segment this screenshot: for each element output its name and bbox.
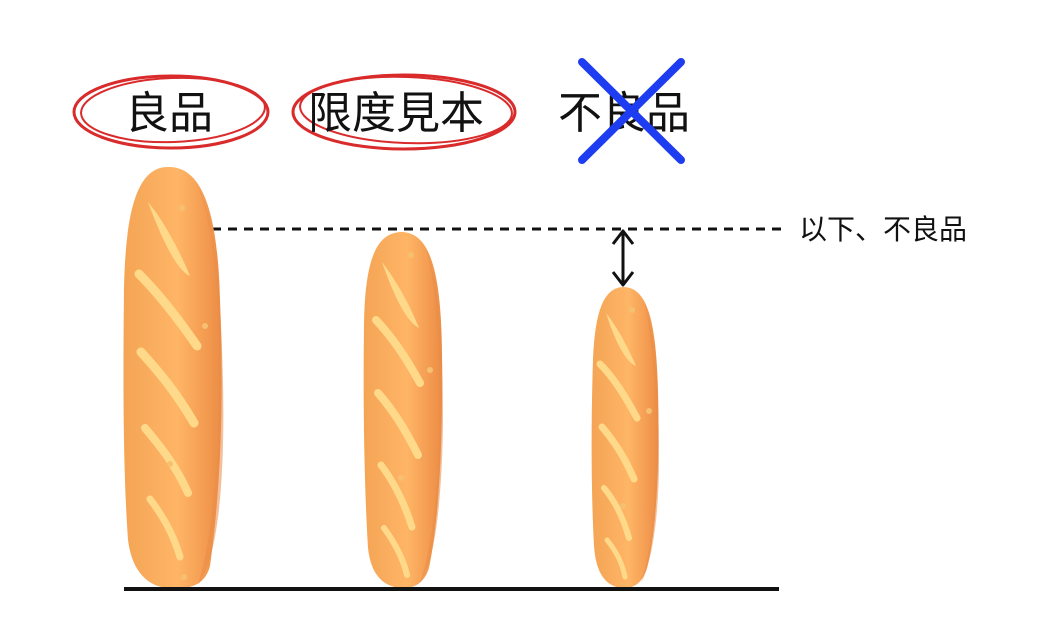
bread-slash — [377, 461, 416, 531]
bread-highlight — [382, 262, 419, 328]
bread-slash — [601, 485, 632, 541]
bread-shadow — [196, 183, 224, 585]
threshold-note: 以下、不良品 — [799, 213, 967, 246]
hand-drawn-circle-icon — [291, 73, 517, 151]
bread-slash — [604, 537, 628, 580]
bread-slash — [136, 347, 199, 428]
bread-shadow — [420, 247, 443, 583]
bread-slash — [381, 525, 410, 578]
bread-slash — [134, 269, 202, 351]
bread-shadow — [641, 300, 659, 583]
bread-crumb — [620, 503, 626, 509]
bread-crumb — [202, 323, 208, 329]
bread-highlight — [148, 202, 190, 276]
bread-slash — [598, 423, 638, 483]
bread-crumb — [629, 307, 635, 313]
limit-sample-label: 限度見本 — [308, 88, 484, 139]
bread-crumb — [408, 252, 414, 258]
bread-slash — [146, 495, 184, 561]
category-defective: 不良品 — [558, 58, 690, 164]
hand-drawn-circle-icon-secondary — [299, 75, 513, 145]
double-arrow-top-head — [611, 229, 635, 245]
bread-crumb — [398, 475, 404, 481]
category-good: 良品 — [72, 74, 270, 150]
baguette-limit-sample — [363, 232, 443, 589]
baguette-icon — [363, 232, 443, 589]
category-limit-sample: 限度見本 — [291, 73, 517, 151]
double-arrow-bottom-head — [611, 271, 635, 287]
hand-drawn-circle-icon — [72, 74, 270, 150]
good-label: 良品 — [125, 88, 213, 139]
x-mark-icon-stroke-2 — [578, 58, 685, 164]
bread-crumb — [167, 461, 173, 467]
bread-slash — [141, 424, 192, 497]
bread-slash — [374, 389, 422, 459]
bread-highlight — [606, 313, 636, 366]
bread-slash — [596, 360, 641, 422]
baguette-icon — [123, 166, 222, 589]
baguette-good — [123, 166, 224, 589]
bread-crumb — [646, 408, 652, 414]
baguette-icon — [591, 287, 659, 589]
bread-crumb — [427, 367, 433, 373]
bread-slash — [372, 316, 424, 387]
double-arrow-icon — [611, 229, 635, 287]
hand-drawn-circle-icon-secondary — [80, 76, 266, 144]
bread-crumb — [181, 574, 187, 580]
bread-crumb — [179, 205, 185, 211]
baguette-defective — [591, 287, 659, 589]
